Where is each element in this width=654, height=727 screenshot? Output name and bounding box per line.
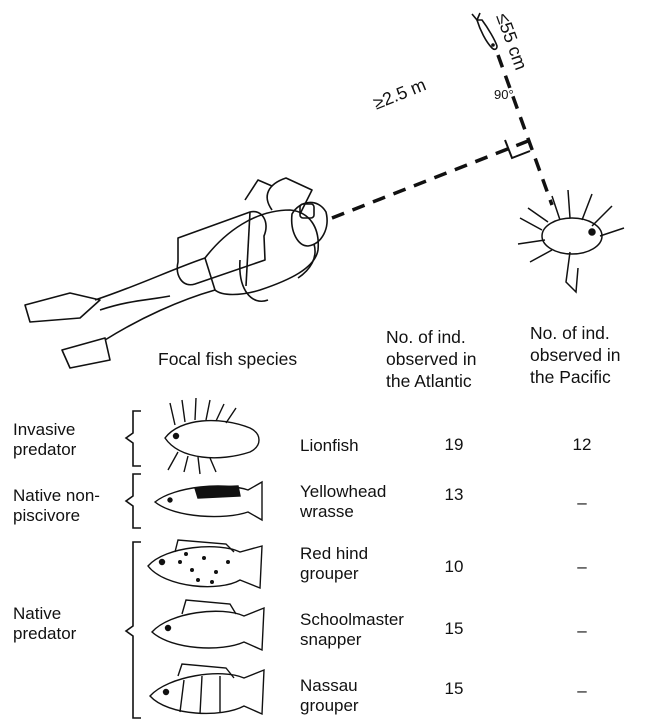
atlantic-header-line: the Atlantic xyxy=(386,370,476,392)
category-line: predator xyxy=(13,624,76,644)
bracket-native-predator xyxy=(126,542,141,718)
species-name-line: grouper xyxy=(300,564,368,584)
atlantic-count-yellowhead-wrasse: 13 xyxy=(434,484,474,506)
category-line: Invasive xyxy=(13,420,76,440)
bracket-native-non-piscivore xyxy=(126,474,141,528)
atlantic-count-nassau-grouper: 15 xyxy=(434,678,474,700)
species-name-lionfish: Lionfish xyxy=(300,436,359,456)
category-line: Native xyxy=(13,604,76,624)
atlantic-count-red-hind-grouper: 10 xyxy=(434,556,474,578)
pacific-count-red-hind-grouper: – xyxy=(562,556,602,578)
species-name-line: wrasse xyxy=(300,502,386,522)
nassau-grouper-icon xyxy=(150,664,264,714)
species-name-nassau-grouper: Nassau grouper xyxy=(300,676,359,716)
angle-label: 90° xyxy=(494,84,514,106)
atlantic-header-line: observed in xyxy=(386,348,476,370)
species-name-schoolmaster-snapper: Schoolmaster snapper xyxy=(300,610,404,650)
category-line: Native non- xyxy=(13,486,100,506)
species-name-yellowhead-wrasse: Yellowhead wrasse xyxy=(300,482,386,522)
species-name-line: Nassau xyxy=(300,676,359,696)
category-line: piscivore xyxy=(13,506,100,526)
category-label-invasive-predator: Invasive predator xyxy=(13,420,76,460)
category-label-native-non-piscivore: Native non- piscivore xyxy=(13,486,100,526)
pacific-count-schoolmaster-snapper: – xyxy=(562,620,602,642)
pacific-count-lionfish: 12 xyxy=(562,434,602,456)
species-name-line: grouper xyxy=(300,696,359,716)
pacific-header-line: observed in xyxy=(530,344,620,366)
species-name-line: Lionfish xyxy=(300,436,359,456)
lionfish-target-icon xyxy=(518,190,624,292)
lionfish-icon xyxy=(165,398,259,474)
pacific-header-line: No. of ind. xyxy=(530,322,620,344)
atlantic-count-schoolmaster-snapper: 15 xyxy=(434,618,474,640)
length-line xyxy=(498,55,552,205)
pacific-count-yellowhead-wrasse: – xyxy=(562,492,602,514)
category-brackets xyxy=(126,411,141,718)
species-name-line: snapper xyxy=(300,630,404,650)
species-name-line: Red hind xyxy=(300,544,368,564)
yellowhead-wrasse-icon xyxy=(155,482,262,520)
focal-species-header: Focal fish species xyxy=(158,348,297,370)
schoolmaster-snapper-icon xyxy=(152,600,264,650)
species-name-line: Schoolmaster xyxy=(300,610,404,630)
pacific-header-line: the Pacific xyxy=(530,366,620,388)
atlantic-count-lionfish: 19 xyxy=(434,434,474,456)
pacific-header: No. of ind. observed in the Pacific xyxy=(530,322,620,388)
measurement-lines xyxy=(332,55,552,218)
distance-line xyxy=(332,141,528,218)
species-name-red-hind-grouper: Red hind grouper xyxy=(300,544,368,584)
category-label-native-predator: Native predator xyxy=(13,604,76,644)
bracket-invasive-predator xyxy=(126,411,141,466)
diver-icon xyxy=(25,178,327,368)
category-line: predator xyxy=(13,440,76,460)
red-hind-grouper-icon xyxy=(148,540,262,588)
atlantic-header-line: No. of ind. xyxy=(386,326,476,348)
pacific-count-nassau-grouper: – xyxy=(562,680,602,702)
species-name-line: Yellowhead xyxy=(300,482,386,502)
atlantic-header: No. of ind. observed in the Atlantic xyxy=(386,326,476,392)
